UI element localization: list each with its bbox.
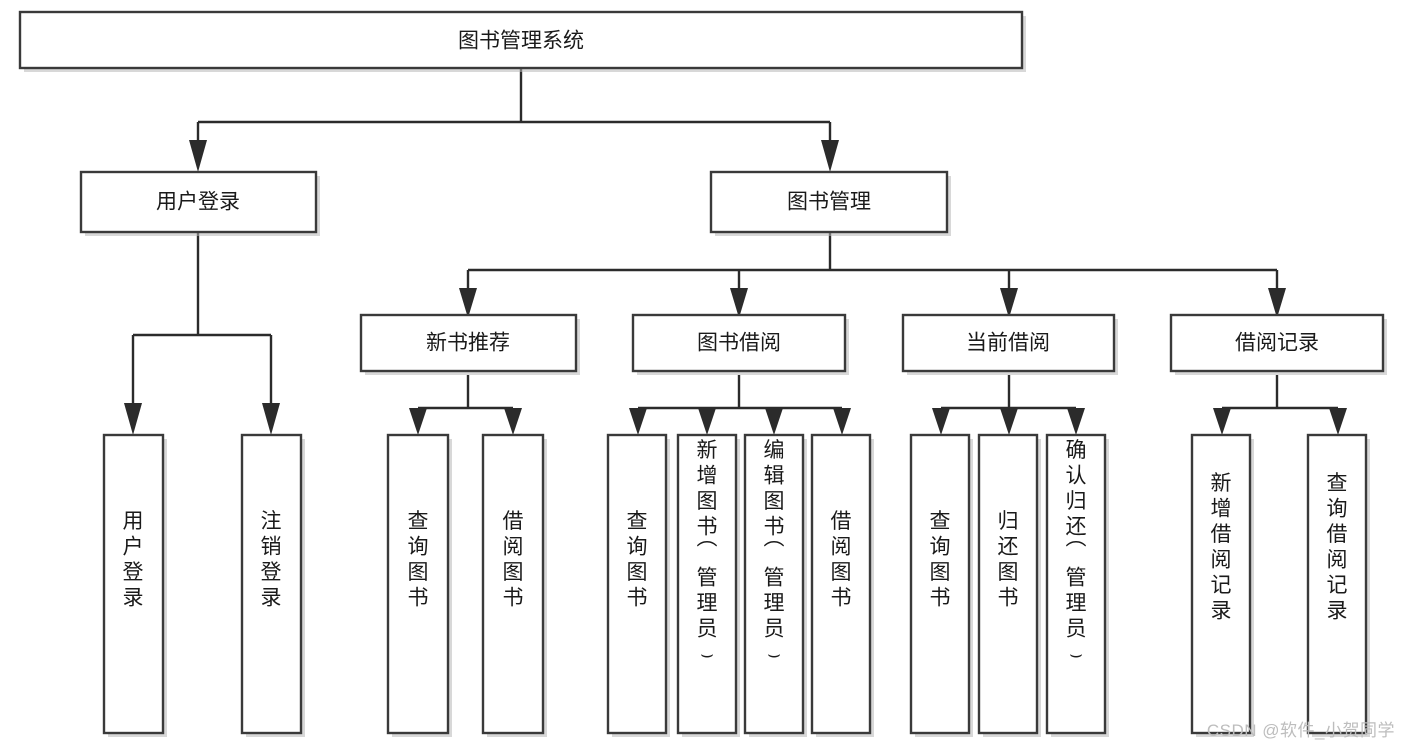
node-book-borrow-box <box>631 313 847 373</box>
csdn-watermark: CSDN @软件_小贺同学 <box>1206 721 1395 740</box>
node-leaf-add-record-label: 新增借阅记录 <box>1211 472 1232 623</box>
arrow-user-login-leaf-1 <box>124 403 142 435</box>
node-leaf-add-book[interactable]: 新增图书⌒管理员⌣ <box>676 433 740 737</box>
node-leaf-query-record-label: 查询借阅记录 <box>1327 472 1348 623</box>
node-leaf-return-book-label: 归还图书 <box>998 510 1019 610</box>
node-leaf-borrow-book-1-label: 借阅图书 <box>503 510 524 610</box>
node-leaf-edit-book-box <box>743 433 805 735</box>
node-root-box <box>18 10 1024 70</box>
node-leaf-user-login-box <box>102 433 165 735</box>
node-leaf-confirm-return[interactable]: 确认归还⌒管理员⌣ <box>1045 433 1109 737</box>
node-book-borrow[interactable]: 图书借阅 <box>631 313 849 375</box>
arrow-br-leaf-1 <box>1213 408 1231 435</box>
arrow-to-book-manage <box>821 140 839 172</box>
arrow-to-borrow-record <box>1268 288 1286 318</box>
node-leaf-query-record[interactable]: 查询借阅记录 <box>1306 433 1370 737</box>
node-user-login[interactable]: 用户登录 <box>79 170 320 236</box>
node-root-label: 图书管理系统 <box>458 30 584 53</box>
node-leaf-return-book[interactable]: 归还图书 <box>977 433 1041 737</box>
node-new-book-rec-label: 新书推荐 <box>426 332 510 355</box>
node-leaf-confirm-return-label: 确认归还⌒管理员⌣ <box>1066 439 1087 666</box>
node-leaf-query-book-3-box <box>909 433 971 735</box>
node-leaf-confirm-return-box <box>1045 433 1107 735</box>
arrow-to-new-book-rec <box>459 288 477 318</box>
arrow-cb-leaf-1 <box>932 408 950 435</box>
node-leaf-add-record[interactable]: 新增借阅记录 <box>1190 433 1254 737</box>
node-leaf-logout-box <box>240 433 303 735</box>
arrow-bb-leaf-1 <box>629 408 647 435</box>
node-leaf-edit-book[interactable]: 编辑图书⌒管理员⌣ <box>743 433 807 737</box>
node-current-borrow[interactable]: 当前借阅 <box>901 313 1118 375</box>
node-leaf-query-record-box <box>1306 433 1368 735</box>
node-leaf-logout-label: 注销登录 <box>261 510 282 610</box>
node-leaf-borrow-book-1-box <box>481 433 545 735</box>
node-leaf-logout[interactable]: 注销登录 <box>240 433 305 737</box>
node-leaf-add-book-label: 新增图书⌒管理员⌣ <box>697 439 718 666</box>
node-borrow-record[interactable]: 借阅记录 <box>1169 313 1387 375</box>
arrow-bb-leaf-2 <box>698 408 716 435</box>
node-root[interactable]: 图书管理系统 <box>18 10 1026 72</box>
node-leaf-edit-book-label: 编辑图书⌒管理员⌣ <box>764 439 785 666</box>
arrow-bb-leaf-3 <box>765 408 783 435</box>
node-user-login-label: 用户登录 <box>156 191 240 214</box>
arrow-to-user-login <box>189 140 207 172</box>
arrow-cb-leaf-3 <box>1067 408 1085 435</box>
node-leaf-return-book-box <box>977 433 1039 735</box>
node-book-manage-box <box>709 170 949 234</box>
node-new-book-rec[interactable]: 新书推荐 <box>359 313 580 375</box>
arrow-to-book-borrow <box>730 288 748 318</box>
node-leaf-user-login-label: 用户登录 <box>123 510 144 610</box>
node-leaf-query-book-2-label: 查询图书 <box>627 510 648 610</box>
node-leaf-borrow-book-2[interactable]: 借阅图书 <box>810 433 874 737</box>
node-leaf-borrow-book-2-box <box>810 433 872 735</box>
node-leaf-borrow-book-1[interactable]: 借阅图书 <box>481 433 547 737</box>
node-leaf-query-book-3[interactable]: 查询图书 <box>909 433 973 737</box>
arrow-nbr-leaf-2 <box>504 408 522 435</box>
node-book-manage[interactable]: 图书管理 <box>709 170 951 236</box>
node-leaf-query-book-2[interactable]: 查询图书 <box>606 433 670 737</box>
node-current-borrow-box <box>901 313 1116 373</box>
node-new-book-rec-box <box>359 313 578 373</box>
node-leaf-borrow-book-2-label: 借阅图书 <box>831 510 852 610</box>
arrow-user-login-leaf-2 <box>262 403 280 435</box>
node-leaf-query-book-1-box <box>386 433 450 735</box>
node-leaf-add-book-box <box>676 433 738 735</box>
node-leaf-query-book-3-label: 查询图书 <box>930 510 951 610</box>
node-leaf-query-book-2-box <box>606 433 668 735</box>
node-book-borrow-label: 图书借阅 <box>697 332 781 355</box>
arrow-to-current-borrow <box>1000 288 1018 318</box>
arrow-nbr-leaf-1 <box>409 408 427 435</box>
arrow-cb-leaf-2 <box>1000 408 1018 435</box>
connector-layer <box>124 68 1347 435</box>
node-borrow-record-label: 借阅记录 <box>1235 332 1319 355</box>
node-leaf-query-book-1-label: 查询图书 <box>408 510 429 610</box>
arrow-bb-leaf-4 <box>833 408 851 435</box>
node-book-manage-label: 图书管理 <box>787 191 871 214</box>
node-current-borrow-label: 当前借阅 <box>966 332 1050 355</box>
arrow-br-leaf-2 <box>1329 408 1347 435</box>
node-leaf-query-book-1[interactable]: 查询图书 <box>386 433 452 737</box>
node-borrow-record-box <box>1169 313 1385 373</box>
node-user-login-box <box>79 170 318 234</box>
node-leaf-add-record-box <box>1190 433 1252 735</box>
node-leaf-user-login[interactable]: 用户登录 <box>102 433 167 737</box>
